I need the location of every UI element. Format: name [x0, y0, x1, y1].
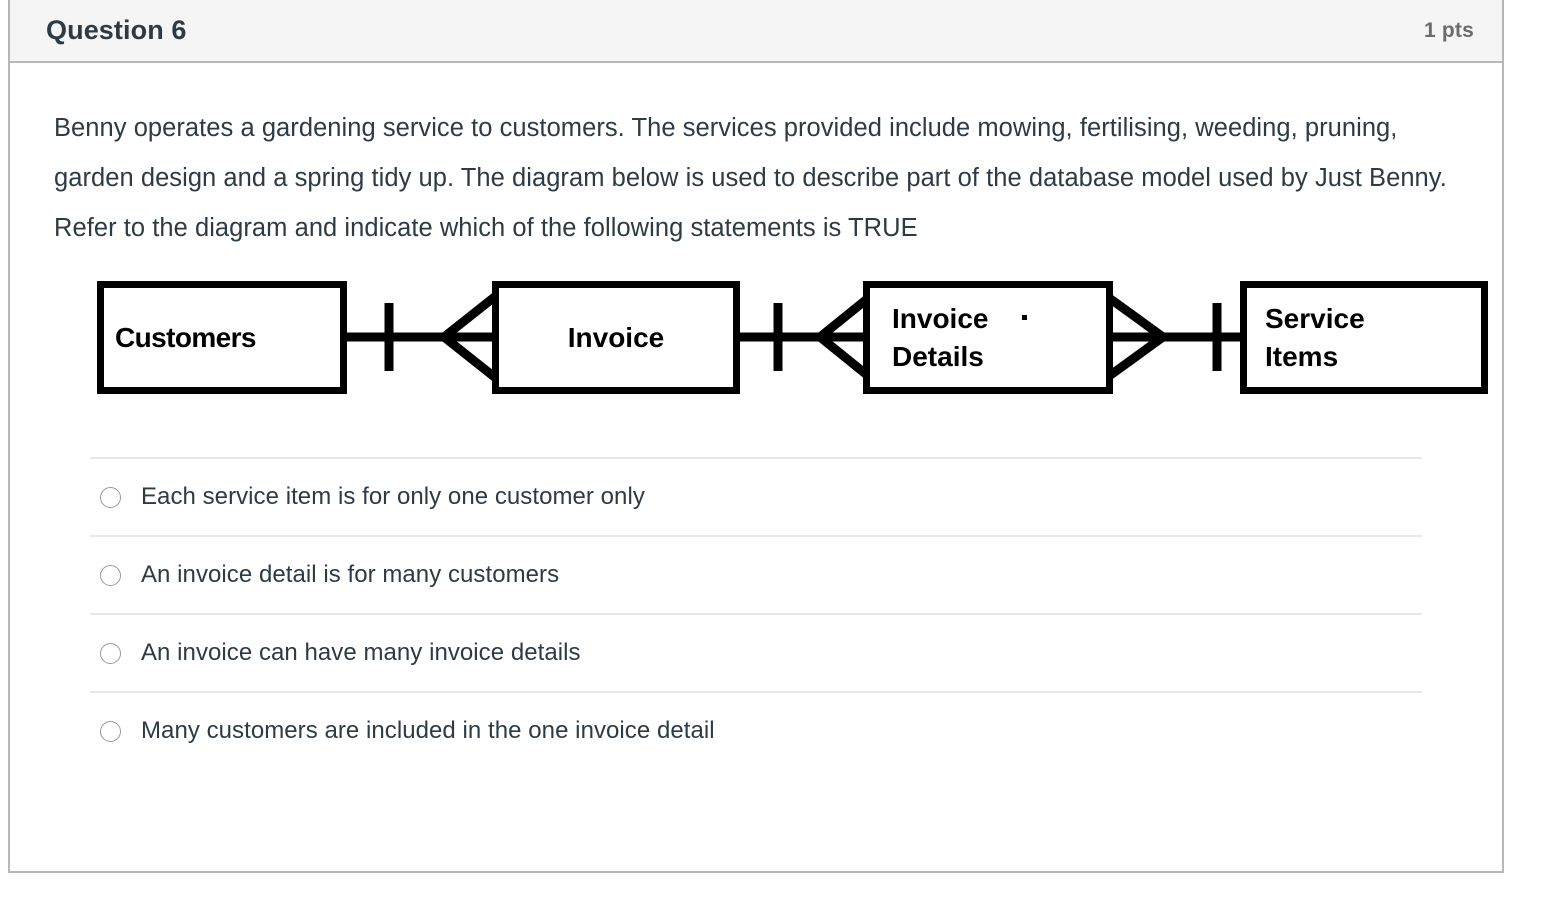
- answer-option-b-label: An invoice detail is for many customers: [141, 561, 560, 588]
- question-header: Question 6 1 pts: [10, 0, 1502, 63]
- answer-option-d[interactable]: Many customers are included in the one i…: [90, 691, 1422, 769]
- radio-button-icon-a[interactable]: [100, 486, 121, 508]
- radio-button-icon-c[interactable]: [100, 642, 121, 664]
- question-card: Question 6 1 pts Benny operates a garden…: [8, 0, 1504, 873]
- relationship-invoicedetails-serviceitems: [1105, 291, 1245, 383]
- entity-service-items: Service Items: [1240, 281, 1488, 394]
- answer-option-a[interactable]: Each service item is for only one custom…: [90, 457, 1422, 535]
- entity-service-items-label: Service Items: [1265, 302, 1365, 372]
- entity-invoice-label: Invoice: [567, 321, 665, 353]
- decorative-dot-icon: [1022, 314, 1028, 320]
- answer-option-c[interactable]: An invoice can have many invoice details: [90, 613, 1422, 691]
- question-prompt-text: Benny operates a gardening service to cu…: [54, 114, 1447, 242]
- radio-button-icon-b[interactable]: [100, 564, 121, 586]
- relationship-invoice-invoicedetails: [732, 291, 875, 383]
- page-title: Question 6: [46, 15, 187, 45]
- entity-invoice: Invoice: [492, 281, 740, 394]
- answer-option-b[interactable]: An invoice detail is for many customers: [90, 535, 1422, 613]
- entity-customers: Customers: [97, 281, 347, 394]
- points-badge: 1 pts: [1423, 18, 1474, 42]
- er-diagram: Customers Invoice: [54, 275, 1488, 415]
- answer-option-c-label: An invoice can have many invoice details: [141, 639, 581, 666]
- answer-option-d-label: Many customers are included in the one i…: [141, 717, 715, 744]
- answer-options-list: Each service item is for only one custom…: [54, 457, 1458, 769]
- relationship-customers-invoice: [339, 291, 500, 383]
- entity-customers-label: Customers: [115, 321, 256, 353]
- radio-button-icon-d[interactable]: [100, 720, 121, 742]
- question-body: Benny operates a gardening service to cu…: [10, 63, 1502, 769]
- answer-option-a-label: Each service item is for only one custom…: [141, 483, 645, 510]
